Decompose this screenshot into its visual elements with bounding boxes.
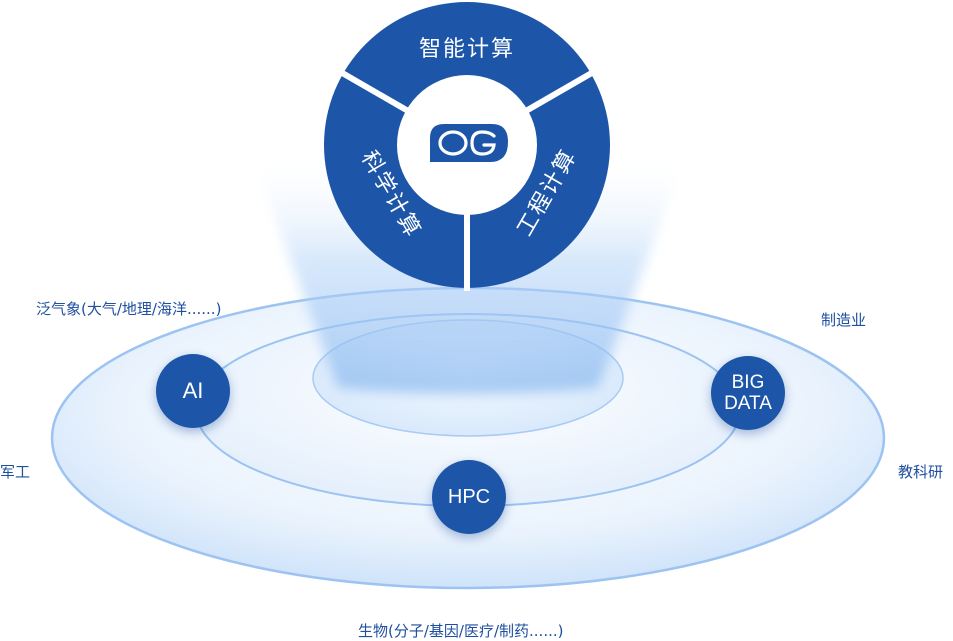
hub-separator-3 [339,69,412,115]
ai-node-label: AI [182,378,204,403]
industry-label-education-research: 教科研 [898,463,944,481]
hub: OG 智能计算 工程计算 科学计算 [324,2,610,291]
hub-separator-1 [522,69,595,115]
hub-separators [339,69,595,291]
hub-logo-text: OG [466,149,468,151]
hpc-node[interactable]: HPC [432,460,506,534]
segment-label-intelligent-computing: 智能计算 [419,37,515,62]
big-data-node[interactable]: BIG DATA [711,356,785,430]
og-logo-icon [430,124,508,162]
hpc-node-label: HPC [447,485,491,508]
industry-label-manufacturing: 制造业 [821,311,867,329]
industry-label-meteorology: 泛气象(大气/地理/海洋......) [36,300,222,318]
ai-node[interactable]: AI [156,354,230,428]
big-data-label-line1: BIG [731,372,765,393]
big-data-label-line2: DATA [724,393,772,414]
industry-label-military: 军工 [0,463,31,481]
industry-label-biology: 生物(分子/基因/医疗/制药......) [358,622,564,640]
